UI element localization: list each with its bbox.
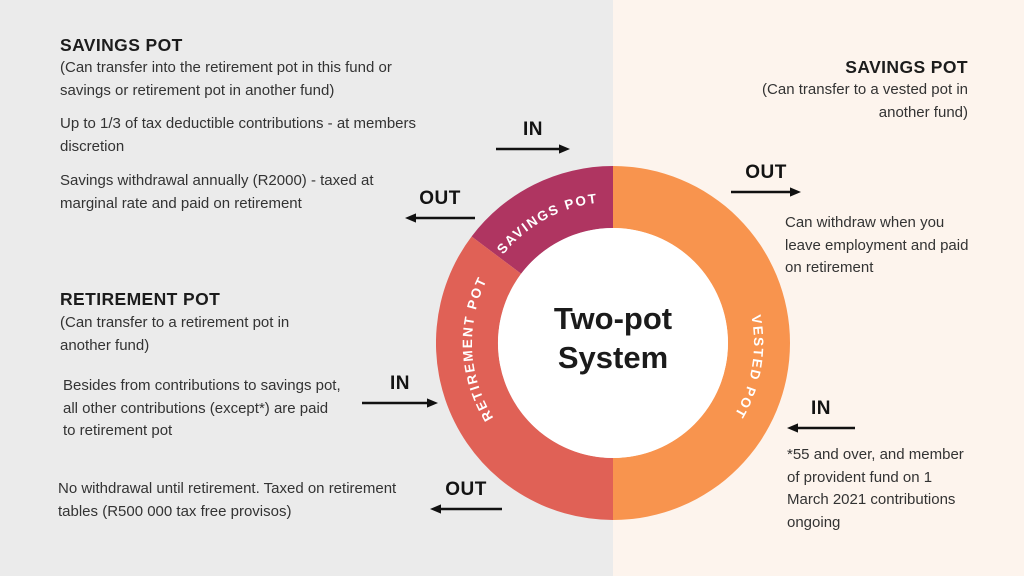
arrow-left-icon: [430, 504, 502, 514]
arrow-left-icon: [405, 213, 475, 223]
flow-label: IN: [523, 119, 543, 140]
retirement-transfer-note: (Can transfer to a retirement pot in ano…: [60, 314, 290, 354]
retirement-pot-heading: RETIREMENT POT: [60, 289, 221, 309]
flow-label: IN: [390, 373, 410, 394]
savings-withdrawal-rule: Savings withdrawal annually (R2000) - ta…: [60, 172, 374, 212]
retirement-pot-out-flow: OUT: [428, 479, 504, 515]
retirement-pot-segment: [436, 236, 613, 520]
vested-pot-in-flow: IN: [785, 398, 857, 434]
vested-transfer-note: (Can transfer to a vested pot in another…: [762, 81, 968, 121]
retirement-pot-in-flow: IN: [360, 373, 440, 409]
flow-label: OUT: [745, 162, 787, 183]
flow-label: IN: [811, 398, 831, 419]
retirement-withdrawal-rule: No withdrawal until retirement. Taxed on…: [58, 480, 397, 520]
flow-label: OUT: [445, 479, 487, 500]
savings-pot-segment: [471, 166, 613, 274]
vested-in-note: *55 and over, and member of provident fu…: [787, 446, 964, 531]
vested-pot-segment: [613, 166, 790, 520]
chart-title-line2: System: [558, 340, 668, 375]
savings-transfer-note: (Can transfer into the retirement pot in…: [60, 59, 392, 99]
savings-pot-out-flow: OUT: [403, 188, 477, 224]
retirement-contribution-rule: Besides from contributions to savings po…: [63, 377, 341, 439]
arrow-right-icon: [496, 144, 570, 154]
savings-pot-left-heading: SAVINGS POT: [60, 35, 183, 55]
donut-hole: [498, 228, 728, 458]
savings-contribution-rule: Up to 1/3 of tax deductible contribution…: [60, 115, 417, 155]
arrow-right-icon: [362, 398, 438, 408]
chart-title-line1: Two-pot: [554, 301, 672, 336]
vested-savings-heading: SAVINGS POT: [845, 57, 968, 77]
savings-pot-in-flow: IN: [494, 119, 572, 155]
arrow-right-icon: [731, 187, 801, 197]
vested-pot-out-flow: OUT: [729, 162, 803, 198]
flow-label: OUT: [419, 188, 461, 209]
vested-withdrawal-note: Can withdraw when you leave employment a…: [785, 214, 969, 276]
two-pot-donut-chart: SAVINGS POT RETIREMENT POT VESTED POT Tw…: [436, 166, 790, 520]
arrow-left-icon: [787, 423, 855, 433]
